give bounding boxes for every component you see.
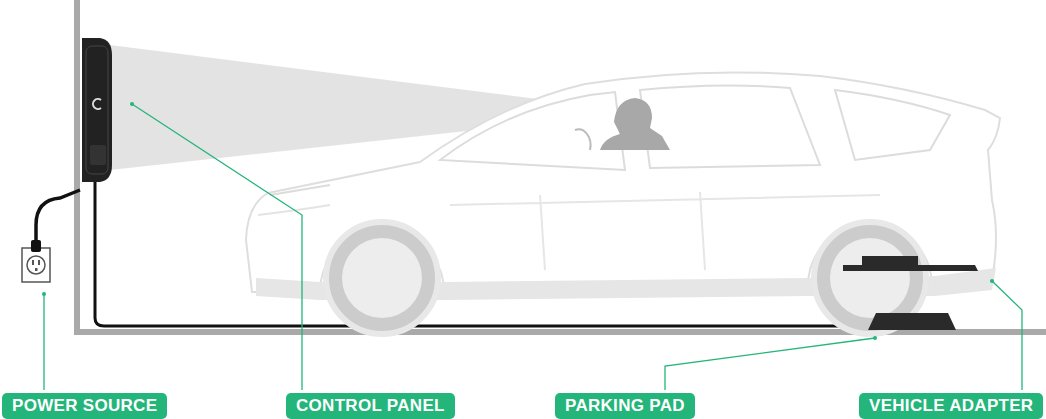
label-pill: POWER SOURCE (2, 393, 167, 419)
label-pill: CONTROL PANEL (286, 393, 455, 419)
rear-window (640, 85, 820, 168)
part-label: PARKING PAD (565, 396, 685, 416)
plug-cable (36, 190, 80, 250)
part-label: POWER SOURCE (12, 396, 157, 416)
front-wheel (326, 222, 438, 334)
wall-outlet (22, 248, 50, 282)
light-beam (110, 45, 640, 170)
part-label: VEHICLE ADAPTER (869, 396, 1033, 416)
label-pill: VEHICLE ADAPTER (859, 393, 1043, 419)
parking-pad (868, 313, 956, 330)
front-window (440, 92, 625, 170)
label-pill: PARKING PAD (555, 393, 695, 419)
driver (600, 98, 670, 150)
leader-lines (44, 104, 1022, 390)
part-label: CONTROL PANEL (296, 396, 445, 416)
control-panel (82, 38, 112, 182)
wall (74, 0, 80, 334)
